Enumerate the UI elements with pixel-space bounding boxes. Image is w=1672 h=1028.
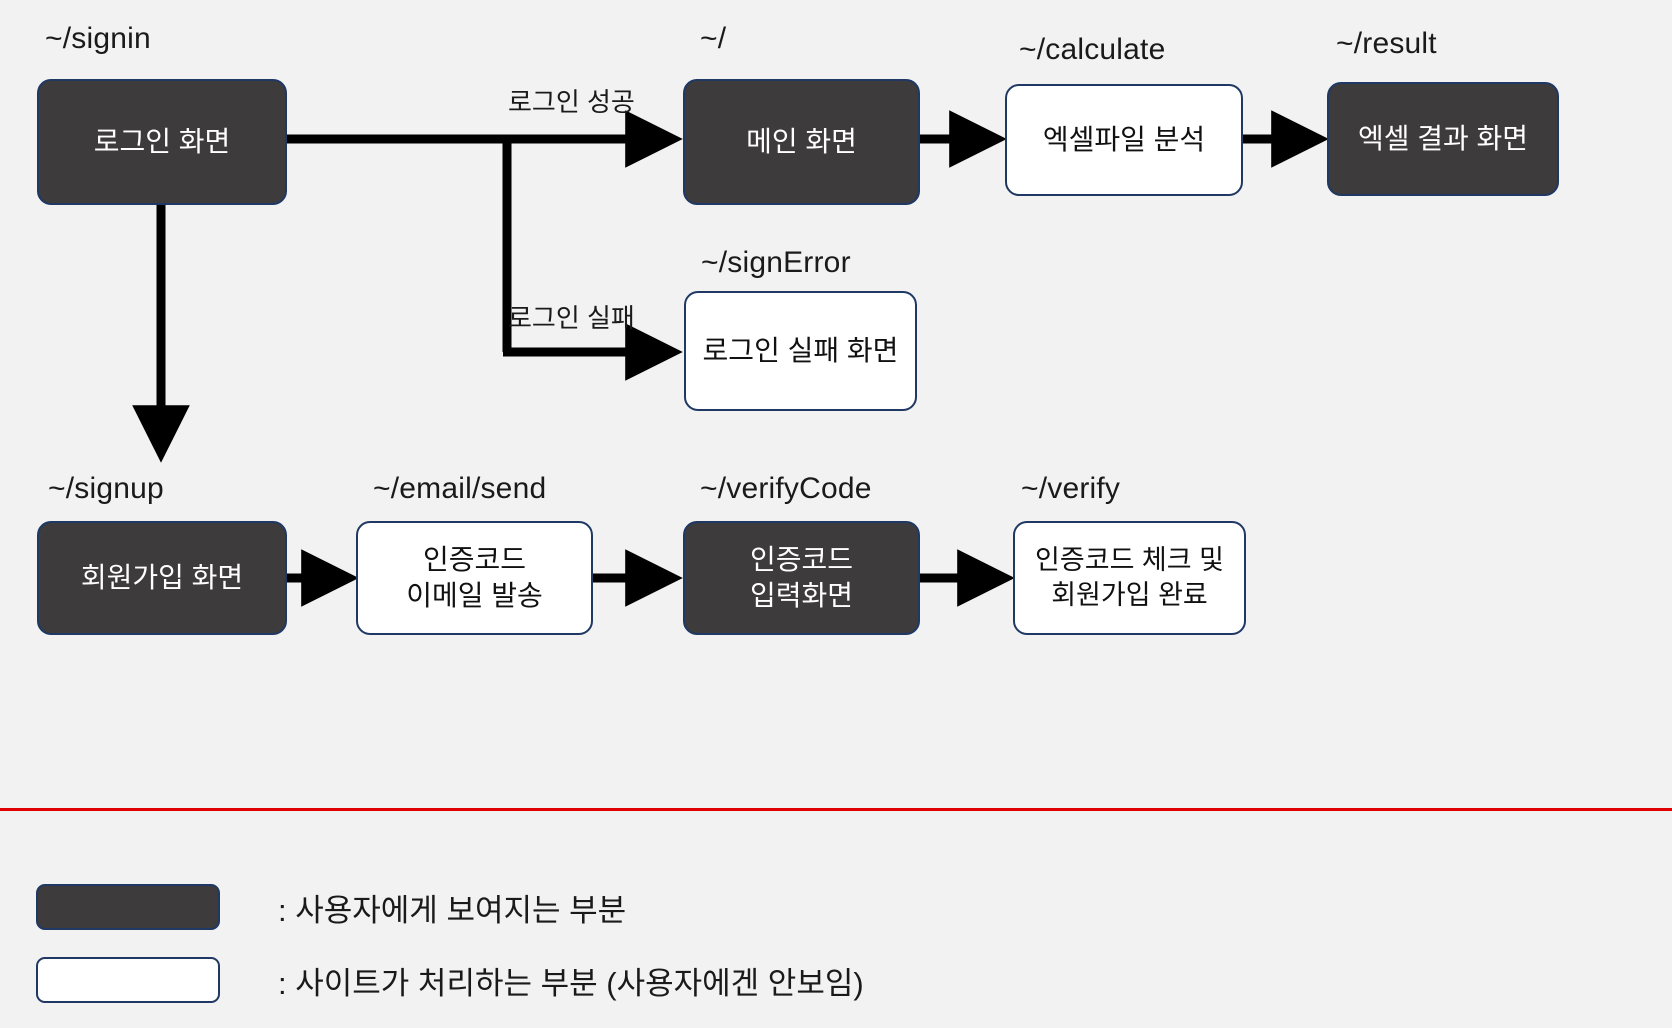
legend-text-internal: : 사이트가 처리하는 부분 (사용자에겐 안보임) <box>278 965 864 1001</box>
node-calculate-label: 엑셀파일 분석 <box>1042 124 1206 156</box>
node-verifycode[interactable]: 인증코드 입력화면 <box>683 521 920 635</box>
path-tag-emailsend: ~/email/send <box>373 472 547 505</box>
path-tag-result: ~/result <box>1336 27 1437 60</box>
edge-label-login-success: 로그인 성공 <box>508 87 635 117</box>
path-tag-calculate: ~/calculate <box>1019 33 1166 66</box>
node-signin-label: 로그인 화면 <box>93 126 231 158</box>
node-calculate[interactable]: 엑셀파일 분석 <box>1005 84 1243 196</box>
legend-text-visible: : 사용자에게 보여지는 부분 <box>278 892 627 928</box>
node-signup-label: 회원가입 화면 <box>80 562 244 594</box>
path-tag-main: ~/ <box>700 22 727 55</box>
legend-row-internal: : 사이트가 처리하는 부분 (사용자에겐 안보임) <box>36 957 864 1003</box>
legend-row-visible: : 사용자에게 보여지는 부분 <box>36 884 626 930</box>
path-tag-signin: ~/signin <box>45 22 151 55</box>
edge-label-login-fail: 로그인 실패 <box>508 303 635 333</box>
node-result[interactable]: 엑셀 결과 화면 <box>1327 82 1559 196</box>
node-main-label: 메인 화면 <box>746 126 857 158</box>
node-emailsend-label: 인증코드 이메일 발송 <box>406 544 543 611</box>
path-tag-verify: ~/verify <box>1021 472 1121 505</box>
node-signerror[interactable]: 로그인 실패 화면 <box>684 291 917 411</box>
path-tag-verifycode: ~/verifyCode <box>700 472 872 505</box>
node-verify[interactable]: 인증코드 체크 및 회원가입 완료 <box>1013 521 1246 635</box>
section-divider <box>0 808 1672 811</box>
node-verify-label: 인증코드 체크 및 회원가입 완료 <box>1035 545 1224 610</box>
node-signup[interactable]: 회원가입 화면 <box>37 521 287 635</box>
path-tag-signup: ~/signup <box>48 472 164 505</box>
node-signin[interactable]: 로그인 화면 <box>37 79 287 205</box>
node-result-label: 엑셀 결과 화면 <box>1357 123 1529 155</box>
legend-swatch-dark <box>36 884 220 930</box>
node-verifycode-label: 인증코드 입력화면 <box>749 544 854 611</box>
path-tag-signerror: ~/signError <box>701 246 851 279</box>
node-signerror-label: 로그인 실패 화면 <box>702 335 899 367</box>
legend-swatch-light <box>36 957 220 1003</box>
node-main[interactable]: 메인 화면 <box>683 79 920 205</box>
node-emailsend[interactable]: 인증코드 이메일 발송 <box>356 521 593 635</box>
